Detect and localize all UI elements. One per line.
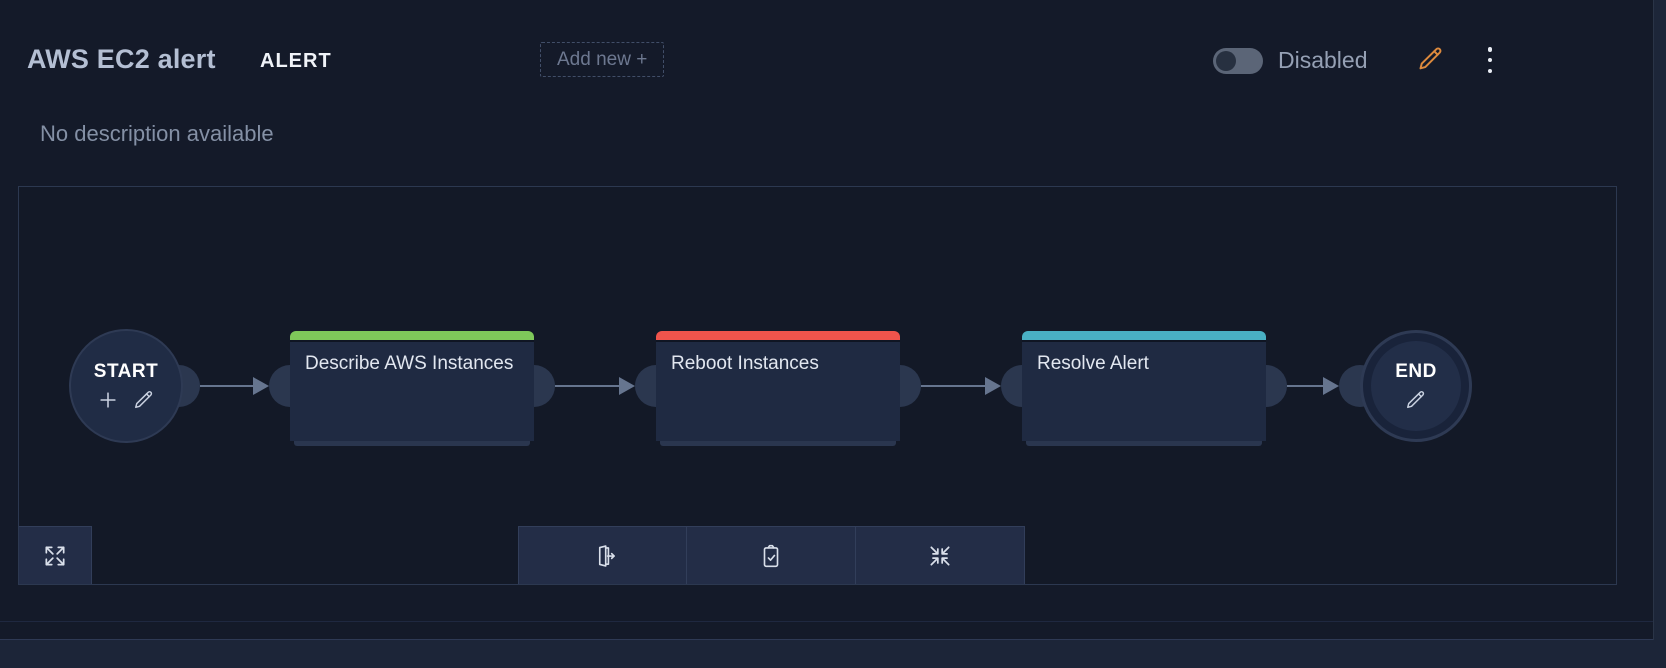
action-block-reboot-instances[interactable]: Reboot Instances xyxy=(656,331,900,446)
toggle-status-label: Disabled xyxy=(1278,47,1368,73)
exit-door-icon xyxy=(598,544,615,567)
block-label: Reboot Instances xyxy=(671,353,819,374)
playbook-type-badge: ALERT xyxy=(260,50,332,72)
block-stack-footer xyxy=(660,441,896,446)
block-accent-bar xyxy=(1022,331,1266,340)
block-accent-bar xyxy=(656,331,900,340)
block-stack-footer xyxy=(1026,441,1262,446)
start-node[interactable]: START xyxy=(69,329,183,443)
end-node-label: END xyxy=(1395,361,1437,382)
start-node-label: START xyxy=(93,361,159,382)
workflow-canvas[interactable]: START Describe AWS Instances Reboot Inst… xyxy=(18,186,1617,585)
block-stack-footer xyxy=(294,441,530,446)
bottom-panel-strip xyxy=(0,639,1666,668)
collapse-view-button[interactable] xyxy=(856,526,1025,584)
connector-arrowhead xyxy=(619,377,635,395)
content-divider xyxy=(0,621,1666,622)
clipboard-tasks-button[interactable] xyxy=(687,526,856,584)
page-title: AWS EC2 alert xyxy=(27,44,216,74)
connector-line xyxy=(555,385,619,387)
action-block-describe-aws-instances[interactable]: Describe AWS Instances xyxy=(290,331,534,446)
toggle-knob xyxy=(1216,51,1236,71)
playbook-description: No description available xyxy=(40,121,274,146)
add-new-button[interactable]: Add new + xyxy=(540,42,665,77)
edit-end-pencil-icon[interactable] xyxy=(1405,389,1427,411)
end-node-inner: END xyxy=(1371,341,1461,431)
action-block-resolve-alert[interactable]: Resolve Alert xyxy=(1022,331,1266,446)
expand-canvas-button[interactable] xyxy=(19,526,92,584)
block-accent-bar xyxy=(290,331,534,340)
vertical-scrollbar[interactable] xyxy=(1653,0,1666,640)
edit-start-pencil-icon[interactable] xyxy=(133,389,155,411)
canvas-toolbar xyxy=(518,526,1025,584)
add-step-plus-icon[interactable] xyxy=(97,389,119,411)
exit-door-button[interactable] xyxy=(518,526,687,584)
block-label: Describe AWS Instances xyxy=(305,353,514,374)
clipboard-check-icon xyxy=(763,544,779,567)
collapse-arrows-icon xyxy=(930,545,950,566)
block-label: Resolve Alert xyxy=(1037,353,1149,374)
end-node[interactable]: END xyxy=(1360,330,1472,442)
expand-arrows-icon xyxy=(45,545,65,566)
connector-arrowhead xyxy=(253,377,269,395)
connector-arrowhead xyxy=(985,377,1001,395)
connector-line xyxy=(1287,385,1323,387)
connector-arrowhead xyxy=(1323,377,1339,395)
kebab-menu-icon[interactable] xyxy=(1483,47,1497,73)
connector-line xyxy=(200,385,253,387)
edit-playbook-pencil-icon[interactable] xyxy=(1417,45,1445,73)
connector-line xyxy=(921,385,985,387)
enabled-toggle[interactable] xyxy=(1213,48,1263,74)
